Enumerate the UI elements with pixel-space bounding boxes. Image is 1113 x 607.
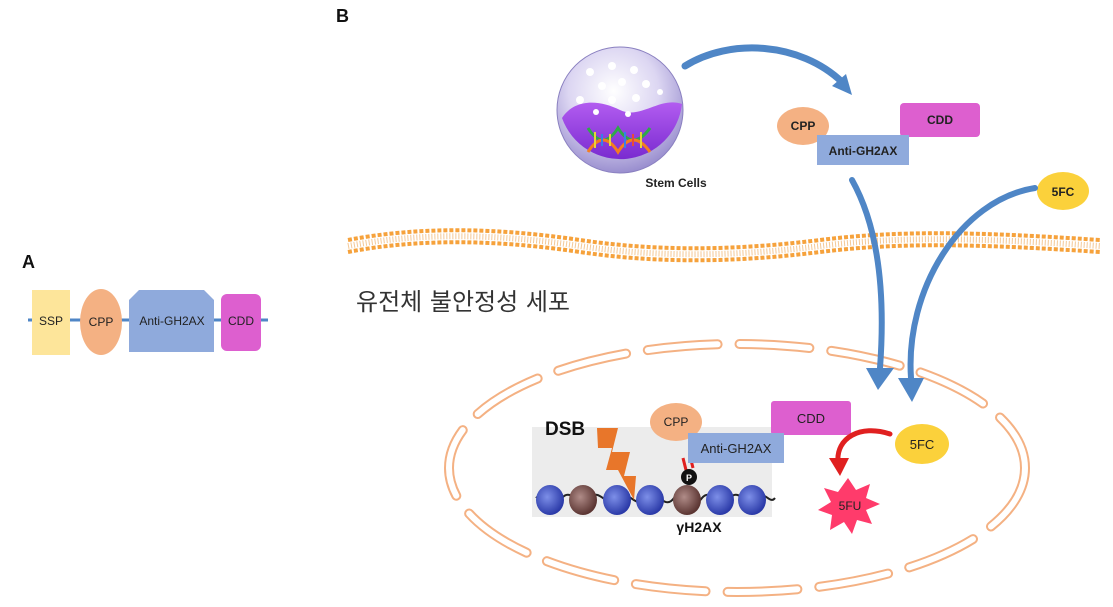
antibody-box-nucleus bbox=[688, 433, 784, 463]
construct-entry-arrow bbox=[849, 177, 885, 371]
prodrug-entry-arrowhead bbox=[898, 378, 924, 402]
phospho-label: P bbox=[686, 473, 692, 483]
panel-a-construct: SSP CPP Anti-GH2AX CDD bbox=[28, 289, 268, 355]
panel-label-a: A bbox=[22, 252, 35, 272]
cdd-label-nucleus: CDD bbox=[797, 411, 825, 426]
membrane-caption: 유전체 불안정성 세포 bbox=[356, 288, 570, 316]
cpp-label-top: CPP bbox=[791, 119, 816, 133]
cdd-box-top bbox=[900, 103, 980, 137]
drug-burst-icon bbox=[818, 478, 880, 534]
stem-cells-label: Stem Cells bbox=[645, 176, 707, 190]
nucleosome-icon bbox=[603, 485, 631, 515]
dna-helix-icon bbox=[586, 125, 652, 155]
cdd-label: CDD bbox=[228, 314, 254, 328]
prodrug-outside bbox=[1037, 172, 1089, 210]
antibody-box-top bbox=[817, 135, 909, 165]
ssp-label: SSP bbox=[39, 314, 63, 328]
prodrug-inside bbox=[895, 424, 949, 464]
prodrug-entry-arrow bbox=[907, 185, 1038, 381]
nucleosomes bbox=[536, 485, 766, 515]
antibody-label-top: Anti-GH2AX bbox=[829, 144, 898, 158]
prodrug-inside-label: 5FC bbox=[910, 437, 935, 452]
histone-label: γH2AX bbox=[676, 519, 722, 535]
secretion-arrowhead bbox=[832, 74, 852, 95]
nuclear-construct: CDD CPP Anti-GH2AX bbox=[650, 401, 851, 463]
cpp-ellipse bbox=[80, 289, 122, 355]
antibody-label: Anti-GH2AX bbox=[139, 314, 204, 328]
nucleosome-icon bbox=[569, 485, 597, 515]
ssp-block bbox=[32, 290, 70, 355]
nucleosome-icon bbox=[536, 485, 564, 515]
cdd-label-top: CDD bbox=[927, 113, 953, 127]
cdd-block bbox=[221, 294, 261, 351]
cpp-ellipse-nucleus bbox=[650, 403, 702, 441]
nucleosome-icon bbox=[738, 485, 766, 515]
nucleosome-icon bbox=[636, 485, 664, 515]
antibody-label-nucleus: Anti-GH2AX bbox=[701, 441, 772, 456]
cpp-ellipse-top bbox=[777, 107, 829, 145]
cdd-box-nucleus bbox=[771, 401, 851, 435]
panel-label-b: B bbox=[336, 6, 349, 26]
secretion-arrow bbox=[681, 44, 846, 86]
prodrug-outside-label: 5FC bbox=[1052, 185, 1075, 199]
nuclear-envelope-inner bbox=[446, 341, 1028, 595]
dsb-label: DSB bbox=[545, 419, 585, 440]
stem-cell-sphere bbox=[556, 46, 684, 174]
nucleosome-icon bbox=[673, 485, 701, 515]
phospho-bond bbox=[681, 457, 688, 471]
cpp-label-nucleus: CPP bbox=[664, 415, 689, 429]
drug-product-label: 5FU bbox=[839, 499, 862, 513]
nucleosome-icon bbox=[706, 485, 734, 515]
phospho-icon bbox=[681, 469, 697, 485]
cpp-label: CPP bbox=[89, 315, 114, 329]
antibody-block bbox=[129, 290, 214, 352]
construct-entry-arrowhead bbox=[866, 368, 894, 390]
sphere-dots bbox=[576, 62, 663, 117]
conversion-arrow bbox=[835, 428, 893, 465]
dsb-lightning-icon bbox=[597, 428, 636, 500]
cell-membrane bbox=[347, 228, 1101, 263]
secreted-construct: CDD CPP Anti-GH2AX bbox=[777, 103, 980, 165]
conversion-arrowhead bbox=[829, 458, 849, 476]
